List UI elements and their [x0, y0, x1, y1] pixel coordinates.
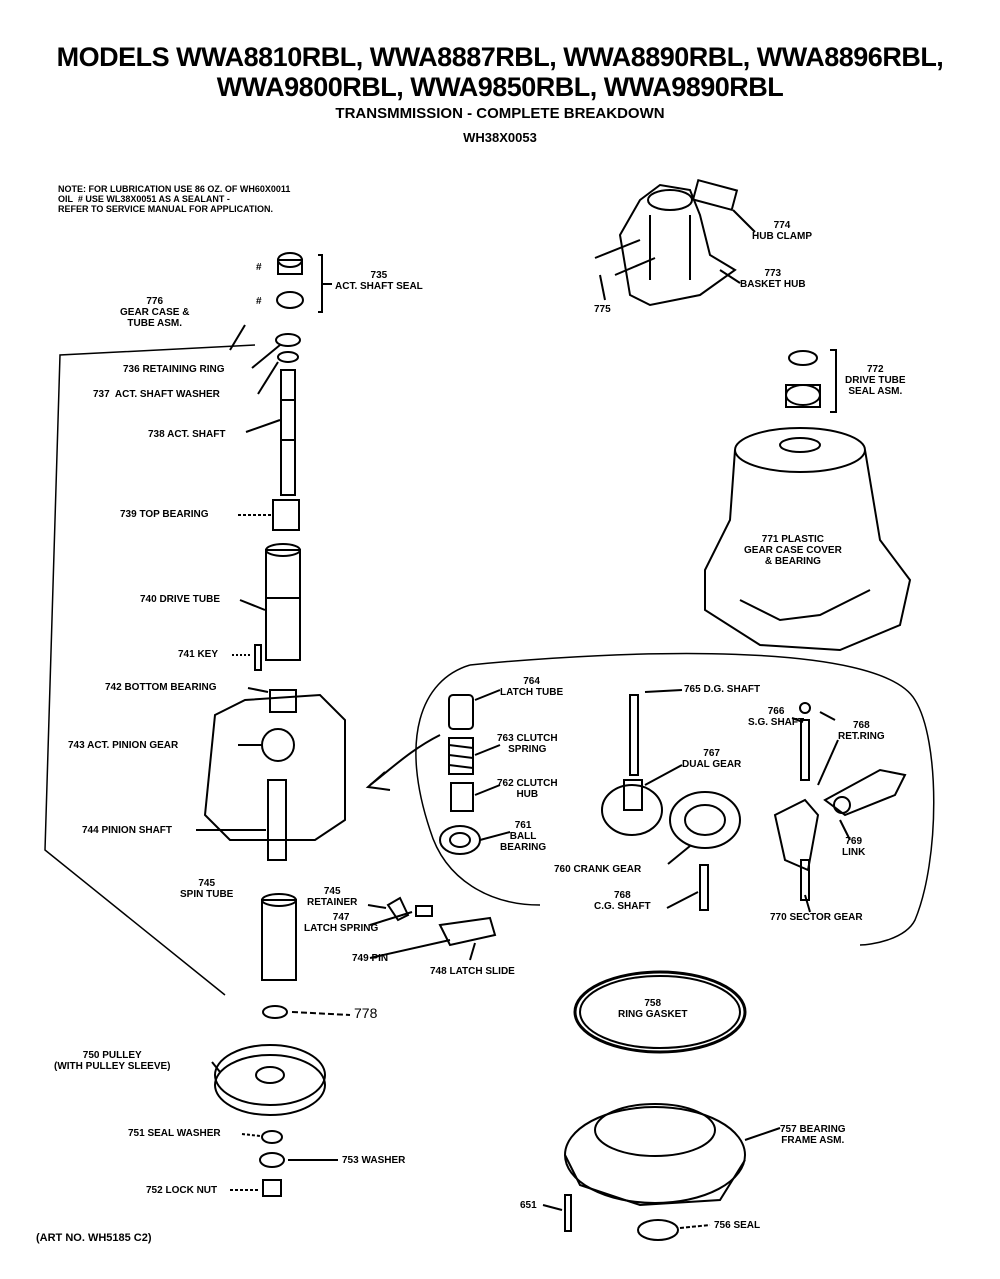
label-758-ring-gasket: 758 RING GASKET — [618, 998, 688, 1020]
gear-case-cover-part — [704, 427, 912, 652]
label-763-clutch-spring: 763 CLUTCH SPRING — [497, 733, 558, 755]
hub-bolts-part — [594, 239, 656, 276]
label-776-gear-case-tube: 776 GEAR CASE & TUBE ASM. — [120, 296, 190, 329]
sealant-mark-1: # — [256, 262, 262, 273]
label-772-drive-tube-seal: 772 DRIVE TUBE SEAL ASM. — [845, 364, 906, 397]
label-775: 775 — [594, 304, 611, 315]
label-766-sg-shaft: 766 S.G. SHAFT — [748, 706, 805, 728]
label-747-latch-spring: 747 LATCH SPRING — [304, 912, 379, 934]
label-760-crank-gear: 760 CRANK GEAR — [554, 864, 642, 875]
sealant-mark-2: # — [256, 296, 262, 307]
label-745-spin-tube: 745 SPIN TUBE — [180, 878, 234, 900]
label-752-lock-nut: 752 LOCK NUT — [146, 1185, 218, 1196]
label-774-hub-clamp: 774 HUB CLAMP — [752, 220, 812, 242]
label-743-act-pinion-gear: 743 ACT. PINION GEAR — [68, 740, 179, 751]
models-title-line-2: WWA9800RBL, WWA9850RBL, WWA9890RBL — [216, 72, 784, 102]
lubrication-note: NOTE: FOR LUBRICATION USE 86 OZ. OF WH60… — [58, 184, 291, 214]
label-768-cg-shaft: 768 C.G. SHAFT — [594, 890, 651, 912]
label-651: 651 — [520, 1200, 537, 1211]
label-744-pinion-shaft: 744 PINION SHAFT — [82, 825, 173, 836]
label-756-seal: 756 SEAL — [714, 1220, 761, 1231]
label-742-bottom-bearing: 742 BOTTOM BEARING — [105, 682, 217, 693]
label-765-dg-shaft: 765 D.G. SHAFT — [684, 684, 761, 695]
pulley-part — [214, 1044, 326, 1116]
dual-gear-part — [601, 779, 663, 836]
bearing-frame-part — [564, 1103, 746, 1207]
label-767-dual-gear: 767 DUAL GEAR — [682, 748, 742, 770]
crank-gear-part — [669, 791, 741, 849]
label-762-clutch-hub: 762 CLUTCH HUB — [497, 778, 558, 800]
label-745-retainer: 745 RETAINER — [307, 886, 358, 908]
label-769-link: 769 LINK — [842, 836, 866, 858]
drive-tube-part — [265, 543, 301, 661]
label-757-bearing-frame: 757 BEARING FRAME ASM. — [780, 1124, 846, 1146]
art-number: (ART NO. WH5185 C2) — [36, 1232, 152, 1244]
label-778: 778 — [354, 1005, 378, 1021]
label-761-ball-bearing: 761 BALL BEARING — [500, 820, 547, 853]
gear-case-housing-part — [203, 689, 346, 861]
label-751-seal-washer: 751 SEAL WASHER — [128, 1128, 221, 1139]
label-737-act-shaft-washer: 737 ACT. SHAFT WASHER — [93, 389, 220, 400]
diagram-subtitle: TRANSMMISSION - COMPLETE BREAKDOWN — [335, 105, 665, 122]
label-735-act-shaft-seal: 735 ACT. SHAFT SEAL — [335, 270, 423, 292]
label-736-retaining-ring: 736 RETAINING RING — [123, 364, 225, 375]
label-740-drive-tube: 740 DRIVE TUBE — [140, 594, 221, 605]
label-750-pulley: 750 PULLEY (WITH PULLEY SLEEVE) — [54, 1050, 171, 1072]
spin-tube-part — [261, 893, 297, 981]
label-748-latch-slide: 748 LATCH SLIDE — [430, 966, 515, 977]
hub-clamp-part — [691, 178, 739, 212]
label-770-sector-gear: 770 SECTOR GEAR — [770, 912, 863, 923]
label-753-washer: 753 WASHER — [342, 1155, 406, 1166]
label-768-ret-ring: 768 RET.RING — [838, 720, 885, 742]
act-shaft-part — [280, 369, 296, 496]
label-771-gear-case-cover: 771 PLASTIC GEAR CASE COVER & BEARING — [744, 534, 842, 567]
label-764-latch-tube: 764 LATCH TUBE — [500, 676, 564, 698]
label-739-top-bearing: 739 TOP BEARING — [120, 509, 209, 520]
label-749-pin: 749 PIN — [352, 953, 389, 964]
models-title-line-1: MODELS WWA8810RBL, WWA8887RBL, WWA8890RB… — [56, 42, 944, 72]
act-shaft-seal-part — [276, 252, 304, 309]
label-738-act-shaft: 738 ACT. SHAFT — [148, 429, 226, 440]
label-741-key: 741 KEY — [178, 649, 219, 660]
label-773-basket-hub: 773 BASKET HUB — [740, 268, 806, 290]
basket-hub-part — [618, 183, 737, 307]
assembly-part-number: WH38X0053 — [463, 130, 537, 145]
